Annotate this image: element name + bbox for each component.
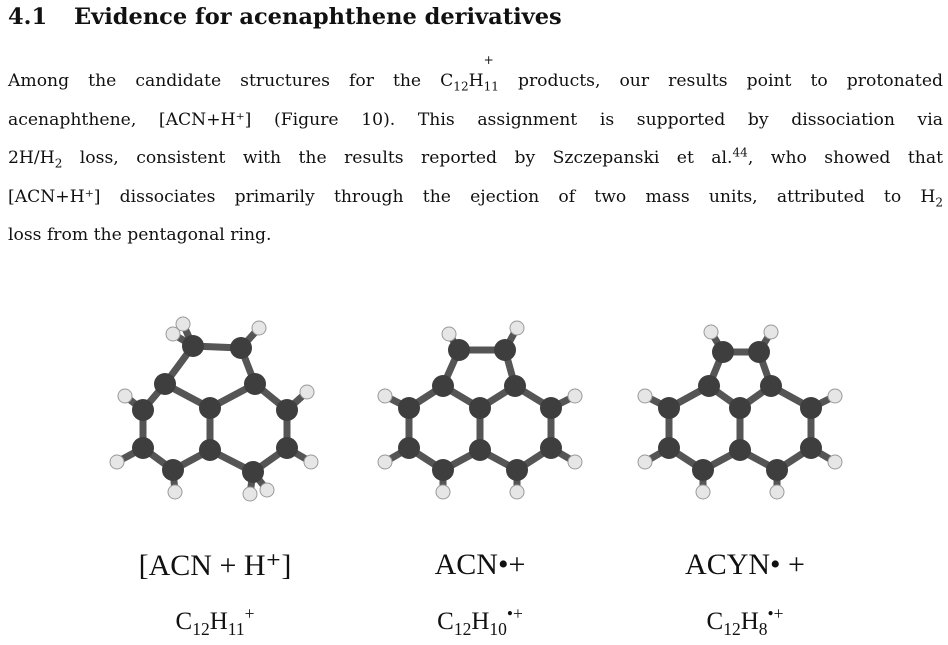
citation-ref[interactable]: 44 bbox=[732, 145, 748, 160]
molecule-formula-2: C12H10•+ bbox=[437, 603, 523, 639]
paragraph-line-1: Among the candidate structures for the C… bbox=[8, 53, 944, 94]
molecule-formula-1: C12H11+ bbox=[175, 603, 255, 639]
subscript: 2 bbox=[935, 194, 943, 209]
text-run: loss, consistent with the results report… bbox=[62, 148, 733, 168]
paragraph-line-4: [ACN+H⁺] dissociates primarily through t… bbox=[8, 178, 943, 217]
body-paragraph: Among the candidate structures for the C… bbox=[8, 53, 944, 255]
subscript: 11 bbox=[483, 79, 499, 94]
text-run: H bbox=[468, 71, 484, 91]
molecule-acn-cation-image bbox=[377, 320, 583, 500]
molecule-acn-h-image bbox=[109, 316, 319, 502]
carbon-atoms bbox=[658, 341, 822, 481]
text-run: 2H/H bbox=[8, 148, 55, 168]
molecule-name-2: ACN•+ bbox=[434, 548, 526, 581]
molecule-name-1: [ACN + H⁺] bbox=[138, 549, 292, 582]
hydrogen-atoms bbox=[109, 316, 319, 502]
carbon-atoms bbox=[132, 335, 298, 483]
subscript: 12 bbox=[453, 79, 469, 94]
section-title: Evidence for acenaphthene derivatives bbox=[74, 4, 562, 30]
paragraph-line-5: loss from the pentagonal ring. bbox=[8, 225, 272, 245]
molecule-acyn-cation-image bbox=[637, 324, 843, 500]
paragraph-line-3: 2H/H2 loss, consistent with the results … bbox=[8, 139, 943, 178]
text-run: products, our results point to protonate… bbox=[498, 71, 944, 91]
text-run: Among the candidate structures for the C bbox=[8, 71, 454, 91]
hydrogen-atoms bbox=[377, 320, 583, 500]
paragraph-line-2: acenaphthene, [ACN+H⁺] (Figure 10). This… bbox=[8, 109, 943, 130]
molecule-formula-3: C12H8•+ bbox=[706, 603, 784, 639]
text-run: [ACN+H⁺] dissociates primarily through t… bbox=[8, 186, 936, 207]
subscript: 2 bbox=[54, 156, 63, 171]
text-run: , who showed that bbox=[747, 148, 943, 168]
section-heading: 4.1 Evidence for acenaphthene derivatives bbox=[8, 4, 562, 30]
carbon-atoms bbox=[398, 339, 562, 481]
molecule-name-3: ACYN• + bbox=[685, 548, 805, 581]
section-number: 4.1 bbox=[8, 4, 48, 30]
hydrogen-atoms bbox=[637, 324, 843, 500]
